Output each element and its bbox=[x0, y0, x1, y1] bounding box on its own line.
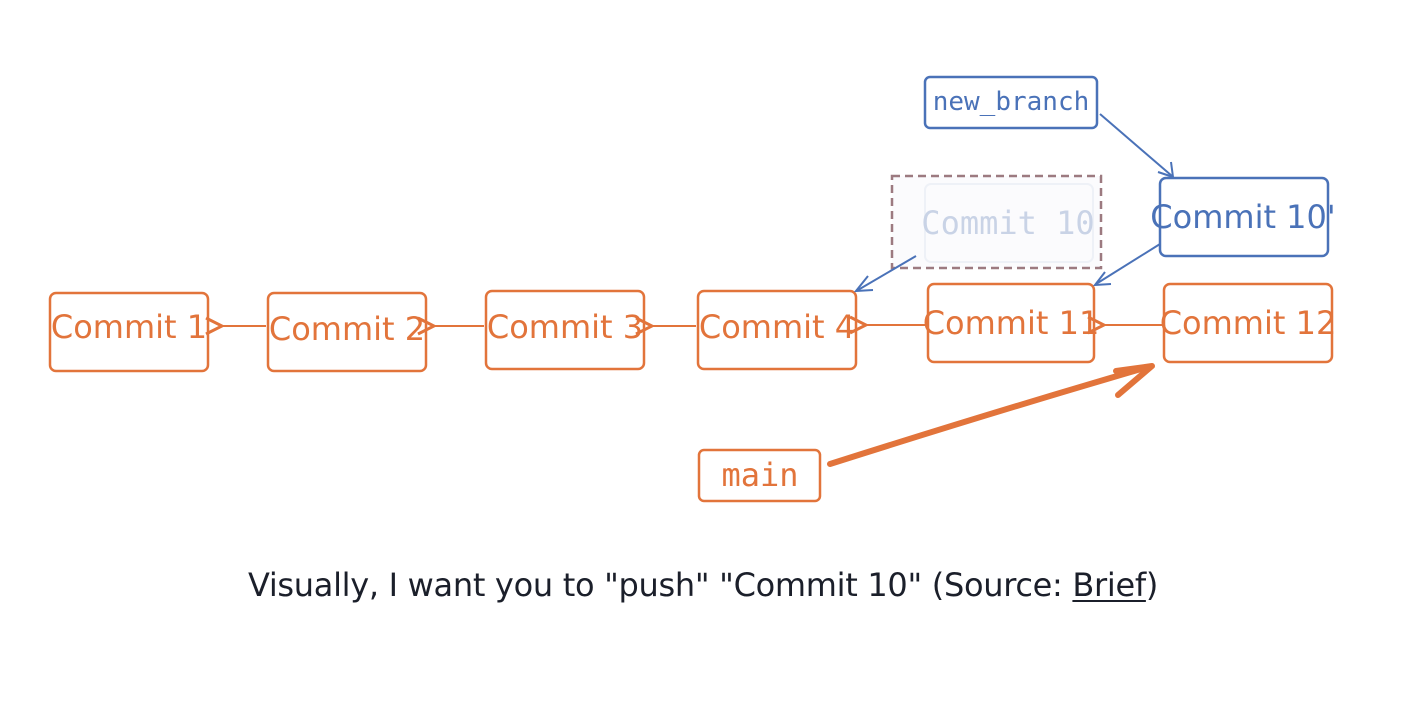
commit-11-label: Commit 11 bbox=[923, 304, 1100, 342]
commit-2-node: Commit 2 bbox=[266, 291, 428, 373]
main-label: main bbox=[721, 456, 798, 494]
new-branch-label: new_branch bbox=[933, 87, 1090, 117]
main-pointer-arrow bbox=[827, 363, 1155, 467]
commit-4-label: Commit 4 bbox=[699, 308, 855, 346]
git-history-diagram: Commit 1 Commit 2 Commit 3 Commit 4 Comm… bbox=[48, 75, 1337, 503]
commit-1-node: Commit 1 bbox=[48, 291, 210, 373]
rebased-parent-arrow bbox=[1092, 243, 1161, 287]
caption-text: Visually, I want you to "push" "Commit 1… bbox=[247, 566, 1073, 604]
ghost-commit-10-label: Commit 10 bbox=[921, 204, 1094, 242]
ghost-commit-10-node: Commit 10 bbox=[890, 174, 1103, 270]
parent-arrows bbox=[220, 325, 1162, 326]
commit-3-node: Commit 3 bbox=[484, 289, 646, 371]
source-link[interactable]: Brief bbox=[1072, 566, 1146, 604]
commit-10-prime-label: Commit 10' bbox=[1150, 198, 1335, 236]
figure-caption: Visually, I want you to "push" "Commit 1… bbox=[0, 566, 1406, 604]
commit-12-node: Commit 12 bbox=[1160, 282, 1337, 364]
caption-end: ) bbox=[1145, 566, 1159, 604]
commit-11-node: Commit 11 bbox=[923, 282, 1100, 364]
commit-3-label: Commit 3 bbox=[487, 308, 643, 346]
commit-4-node: Commit 4 bbox=[696, 289, 858, 371]
new-branch-pointer-arrow bbox=[1099, 113, 1175, 179]
main-ref: main bbox=[697, 448, 822, 503]
commit-10-prime-node: Commit 10' bbox=[1150, 176, 1336, 258]
commit-12-label: Commit 12 bbox=[1160, 304, 1337, 342]
commit-1-label: Commit 1 bbox=[51, 308, 207, 346]
commit-2-label: Commit 2 bbox=[269, 310, 425, 348]
ghost-parent-arrow bbox=[853, 255, 917, 293]
new-branch-ref: new_branch bbox=[923, 75, 1099, 130]
